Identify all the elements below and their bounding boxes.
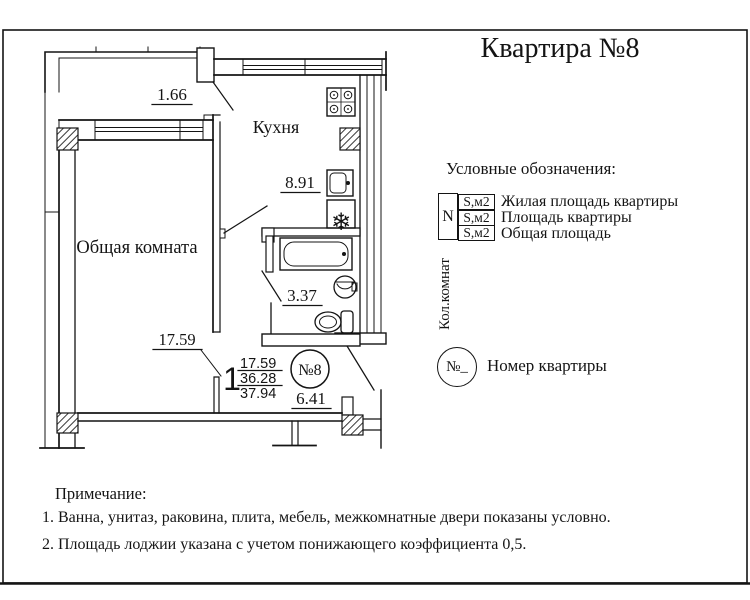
legend-cell-living: S,м2 <box>458 194 495 210</box>
stove-icon <box>326 87 356 117</box>
legend-cell-apartment: S,м2 <box>458 209 495 226</box>
page-title: Квартира №8 <box>480 33 640 64</box>
legend-heading: Условные обозначения: <box>446 159 617 178</box>
entrance-jamb <box>341 389 382 449</box>
note-item-1: 1. Ванна, унитаз, раковина, плита, мебел… <box>42 509 611 526</box>
loggia-rail <box>44 46 213 449</box>
legend-table: N S,м2 S,м2 S,м2 Жилая площадь квартиры … <box>438 191 679 242</box>
washbasin-icon <box>333 275 358 299</box>
living-room-area-value: 17.59 <box>158 330 195 349</box>
fridge-icon: ❄ <box>326 199 356 236</box>
bathroom-area-value: 3.37 <box>287 286 317 305</box>
legend-number-badge: №_ <box>437 347 477 387</box>
living-room-label: Общая комната <box>76 238 197 258</box>
wall-hatch-block <box>339 127 361 151</box>
kitchen-room-label: Кухня <box>253 117 300 137</box>
rooms-count-value: 1 <box>223 361 241 397</box>
apartment-number-badge: №8 <box>298 362 321 379</box>
summary-living-area: 17.59 <box>240 356 276 372</box>
left-wall <box>39 127 85 449</box>
area-underlines <box>151 103 332 410</box>
balcony-door-swing-line <box>212 81 234 111</box>
hallway-area-value: 6.41 <box>296 389 326 408</box>
toilet-icon <box>314 310 354 334</box>
bathroom-door-swing-line <box>261 270 282 302</box>
legend-rooms-caption: Кол.комнат <box>437 258 453 330</box>
loggia-area-value: 1.66 <box>157 85 187 104</box>
kitchen-window-wall <box>213 51 387 91</box>
legend-label-total: Общая площадь <box>501 225 611 242</box>
sink-icon <box>326 169 354 197</box>
room-door-swing-line <box>223 205 268 234</box>
bathroom-walls <box>261 227 361 347</box>
leader-line <box>200 349 222 377</box>
notes-heading: Примечание: <box>55 484 147 503</box>
living-room-window-wall <box>58 119 214 141</box>
legend-label-living: Жилая площадь квартиры <box>501 193 679 210</box>
note-item-2: 2. Площадь лоджии указана с учетом пониж… <box>42 536 527 553</box>
middle-wall <box>203 114 226 414</box>
bathtub-icon <box>279 237 353 271</box>
legend-rooms-box: N <box>438 193 458 240</box>
legend-label-apartment: Площадь квартиры <box>501 209 632 226</box>
summary-total-area: 37.94 <box>240 386 276 402</box>
svg-text:❄: ❄ <box>331 208 351 236</box>
legend-number-label: Номер квартиры <box>487 356 607 375</box>
bottom-wall <box>77 412 343 447</box>
kitchen-area-value: 8.91 <box>285 173 315 192</box>
balcony-door-jamb <box>196 47 215 83</box>
apartment-number-circle <box>290 349 330 389</box>
summary-apartment-area: 36.28 <box>240 371 276 387</box>
entrance-door-swing-line <box>346 345 375 391</box>
legend-cell-total: S,м2 <box>458 225 495 241</box>
